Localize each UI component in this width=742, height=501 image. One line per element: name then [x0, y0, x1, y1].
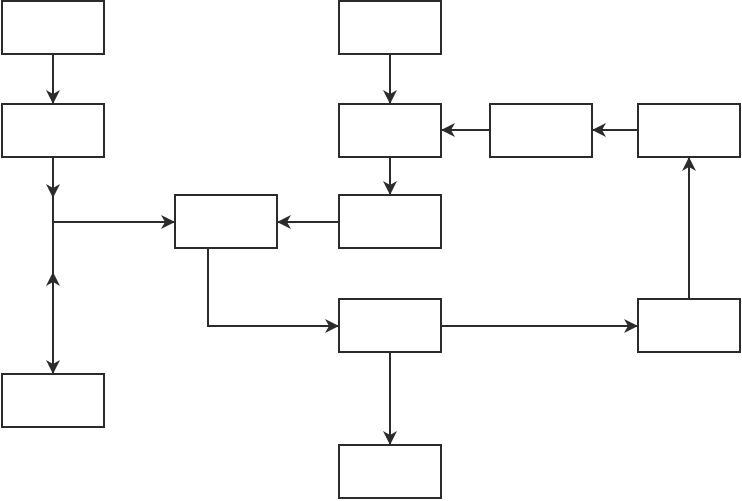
arrowhead-j-k — [383, 431, 397, 445]
node-k — [338, 444, 442, 499]
arrowhead-a-b — [46, 90, 60, 104]
node-box-j — [338, 298, 442, 353]
edge-c-j — [207, 248, 339, 327]
arrowhead-c-d — [46, 360, 60, 374]
node-l — [637, 298, 741, 353]
node-e — [338, 0, 442, 55]
node-box-b — [1, 103, 105, 158]
arrowhead-h-g — [592, 123, 606, 137]
edges-layer — [46, 54, 696, 445]
node-box-h — [637, 103, 741, 158]
arrowhead-l-h — [682, 157, 696, 171]
arrowhead-e-f — [383, 90, 397, 104]
node-i — [338, 194, 442, 249]
arrowhead-j-l — [624, 319, 638, 333]
arrowhead-c-d-back-0 — [46, 272, 60, 286]
node-box-e — [338, 0, 442, 55]
edge-b-c — [52, 157, 175, 223]
arrowhead-g-f — [441, 123, 455, 137]
node-h — [637, 103, 741, 158]
node-box-d — [1, 373, 105, 428]
arrowhead-f-i — [383, 181, 397, 195]
arrowhead-c-j — [325, 319, 339, 333]
node-box-i — [338, 194, 442, 249]
arrowhead-trunk-0 — [46, 184, 60, 198]
node-f — [338, 103, 442, 158]
node-j — [338, 298, 442, 353]
node-b — [1, 103, 105, 158]
node-box-l — [637, 298, 741, 353]
node-a — [1, 0, 105, 55]
node-d — [1, 373, 105, 428]
node-box-f — [338, 103, 442, 158]
node-g — [489, 103, 593, 158]
node-box-g — [489, 103, 593, 158]
node-box-c — [174, 194, 278, 249]
node-c — [174, 194, 278, 249]
node-box-k — [338, 444, 442, 499]
arrowhead-b-c — [161, 215, 175, 229]
node-box-a — [1, 0, 105, 55]
arrowhead-i-c — [277, 215, 291, 229]
